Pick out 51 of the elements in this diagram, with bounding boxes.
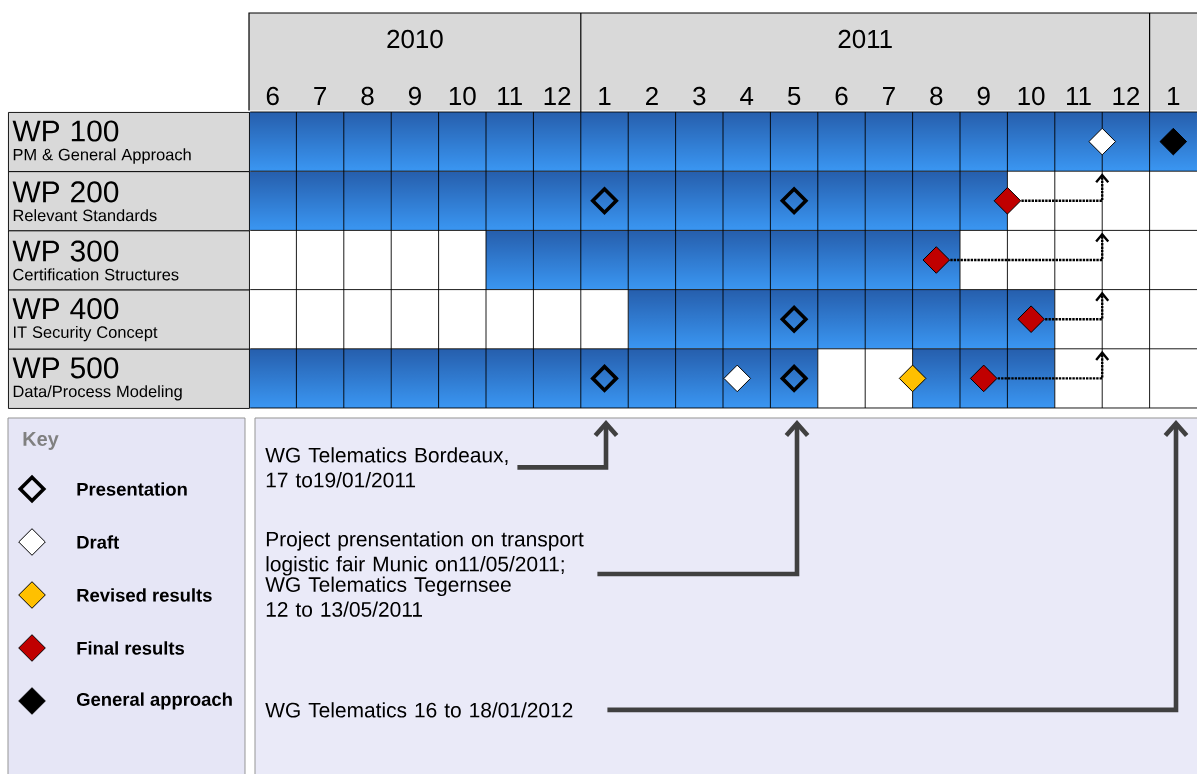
key-title: Key: [23, 432, 59, 450]
leader-arrow: [597, 420, 810, 577]
legend-text: Draft: [77, 535, 119, 549]
month-label: 1: [599, 87, 611, 105]
month-label: 11: [1067, 87, 1091, 105]
milestone-diamond: [898, 364, 927, 393]
note-text: WG Telematics Bordeaux, 17 to19/01/2011: [265, 447, 508, 488]
month-label: 10: [449, 86, 476, 106]
work-package-cell: WP 200 Relevant Standards: [8, 171, 250, 232]
dependency-arrow: [1021, 173, 1110, 202]
leader-arrow: [517, 420, 619, 470]
legend-text: Revised results: [77, 588, 212, 602]
month-label: 6: [835, 86, 848, 106]
month-label: 11: [498, 87, 522, 105]
milestone-diamond: [1017, 305, 1045, 333]
month-label: 4: [740, 87, 754, 105]
month-label: 2: [646, 86, 658, 106]
month-label: 3: [693, 86, 706, 106]
month-label: 12: [1113, 86, 1139, 106]
milestone-diamond: [1088, 127, 1116, 156]
month-label: 9: [977, 86, 990, 106]
leader-arrow: [607, 420, 1189, 713]
month-label: 6: [266, 86, 279, 106]
milestone-diamond: [922, 246, 951, 274]
month-label: 8: [930, 86, 943, 106]
month-label: 8: [361, 86, 374, 106]
legend-text: Final results: [77, 641, 184, 655]
month-label: 5: [787, 86, 801, 106]
work-package-cell: WP 100 PM & General Approach: [8, 112, 250, 173]
month-label: 1: [1168, 87, 1180, 105]
work-package-cell: WP 400 IT Security Concept: [8, 289, 250, 350]
legend-text: General approach: [76, 692, 232, 710]
month-label: 12: [544, 86, 571, 106]
work-package-cell: WP 500 Data/Process Modeling: [8, 348, 250, 409]
note-text: Project prensentation on transport logistic fair Munic on11/05/2011; WG Telematics Tegernsee 12 to 13/05/2011: [265, 531, 584, 617]
dependency-arrow: [950, 232, 1110, 262]
month-label: 7: [314, 87, 326, 105]
milestone-diamond: [993, 187, 1022, 215]
note-text: WG Telematics 16 to 18/01/2012: [265, 702, 573, 718]
milestone-diamond: [723, 364, 751, 393]
dependency-arrow: [997, 350, 1110, 380]
year-label: 2010: [387, 29, 443, 49]
month-label: 9: [408, 86, 421, 106]
legend-text: Presentation: [77, 482, 187, 496]
year-label: 2011: [838, 29, 892, 49]
milestone-diamond: [969, 364, 998, 393]
dependency-arrow: [1045, 291, 1110, 321]
work-package-cell: WP 300 Certification Structures: [8, 230, 250, 291]
milestone-diamond: [1159, 127, 1188, 156]
month-label: 7: [883, 87, 895, 105]
month-label: 10: [1018, 86, 1045, 106]
